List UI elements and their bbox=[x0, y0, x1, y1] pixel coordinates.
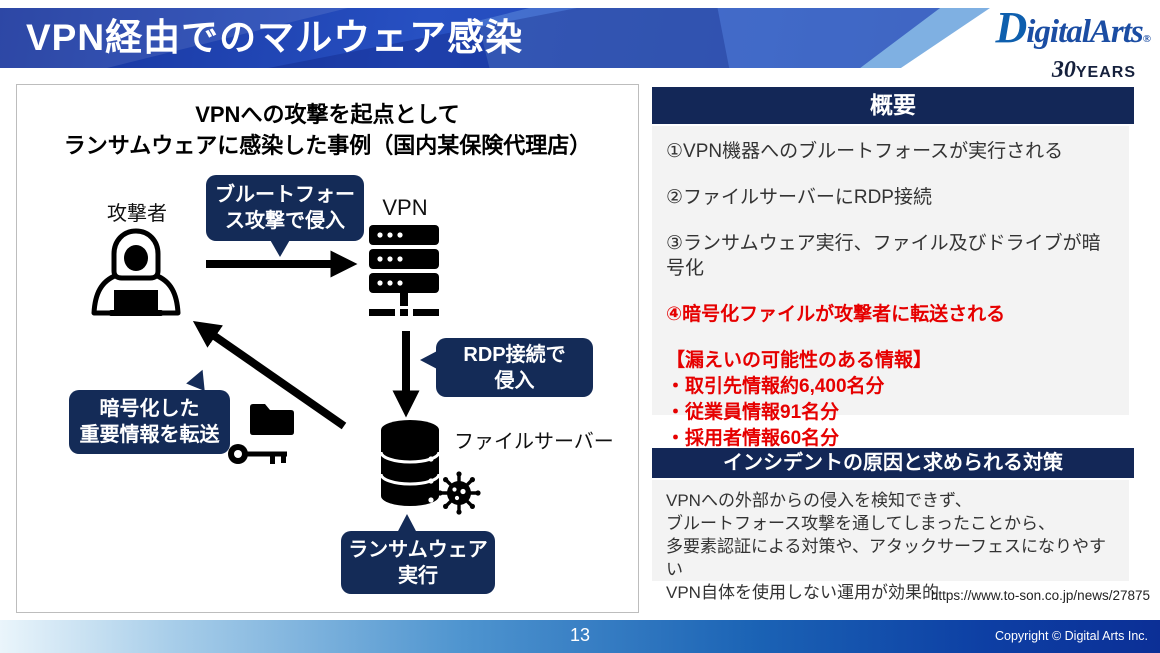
overview-body: ①VPN機器へのブルートフォースが実行される ②ファイルサーバーにRDP接続 ③… bbox=[652, 126, 1129, 449]
logo-years-text: YEARS bbox=[1075, 64, 1136, 81]
overview-header: 概要 bbox=[652, 87, 1134, 124]
ransomware-bubble-tail bbox=[397, 514, 417, 533]
attacker-label: 攻撃者 bbox=[107, 203, 167, 225]
copyright-text: Copyright © Digital Arts Inc. bbox=[994, 629, 1148, 643]
vpn-label: VPN bbox=[382, 195, 428, 220]
overview-step-3: ③ランサムウェア実行、ファイル及びドライブが暗号化 bbox=[666, 233, 1101, 279]
incident-header: インシデントの原因と求められる対策 bbox=[652, 448, 1134, 478]
diagram-title-line1: VPNへの攻撃を起点として bbox=[195, 102, 460, 127]
leak-item-3: ・採用者情報60名分 bbox=[666, 428, 840, 449]
logo-anniversary: 30YEARS bbox=[930, 57, 1136, 84]
page-number: 13 bbox=[569, 625, 591, 645]
leak-item-1: ・取引先情報約6,400名分 bbox=[666, 376, 885, 397]
incident-body: VPNへの外部からの侵入を検知できず、 ブルートフォース攻撃を通してしまったこと… bbox=[652, 480, 1129, 602]
vpn-server-icon bbox=[369, 225, 439, 319]
rdp-line1: RDP接続で bbox=[463, 343, 566, 366]
footer-bar: 13 Copyright © Digital Arts Inc. bbox=[0, 620, 1160, 653]
leak-item-2: ・従業員情報91名分 bbox=[666, 402, 840, 423]
rdp-line2: 侵入 bbox=[494, 369, 535, 392]
attacker-icon bbox=[83, 227, 189, 317]
incident-line-4: VPN自体を使用しない運用が効果的 bbox=[666, 583, 939, 602]
diagram-title: VPNへの攻撃を起点として ランサムウェアに感染した事例（国内某保険代理店） bbox=[17, 100, 638, 162]
logo-brand-text: DigitalArts® bbox=[930, 3, 1151, 59]
brute-force-bubble: ブルートフォー ス攻撃で侵入 bbox=[206, 175, 364, 241]
incident-line-3: 多要素認証による対策や、アタックサーフェスになりやすい bbox=[666, 537, 1106, 579]
file-server-database-icon bbox=[379, 419, 441, 509]
leak-info-title: 【漏えいの可能性のある情報】 bbox=[666, 350, 933, 371]
source-url: https://www.to-son.co.jp/news/27875 bbox=[930, 588, 1150, 603]
incident-line-2: ブルートフォース攻撃を通してしまったことから、 bbox=[666, 514, 1055, 533]
overview-step-1: ①VPN機器へのブルートフォースが実行される bbox=[666, 141, 1064, 162]
exfiltration-line1: 暗号化した bbox=[99, 398, 200, 420]
ransomware-line2: 実行 bbox=[398, 564, 438, 587]
brute-force-bubble-tail bbox=[269, 238, 291, 257]
virus-icon bbox=[437, 471, 481, 515]
exfiltration-bubble: 暗号化した 重要情報を転送 bbox=[69, 390, 230, 454]
attack-flow-diagram: VPNへの攻撃を起点として ランサムウェアに感染した事例（国内某保険代理店） 攻… bbox=[16, 84, 639, 613]
rdp-bubble-tail bbox=[420, 350, 439, 370]
overview-step-4: ④暗号化ファイルが攻撃者に転送される bbox=[666, 304, 1006, 325]
rdp-bubble: RDP接続で 侵入 bbox=[436, 338, 593, 397]
exfiltration-line2: 重要情報を転送 bbox=[79, 424, 220, 446]
ransomware-bubble: ランサムウェア 実行 bbox=[341, 531, 495, 594]
exfiltration-bubble-tail bbox=[186, 365, 212, 392]
diagram-title-line2: ランサムウェアに感染した事例（国内某保険代理店） bbox=[63, 132, 592, 158]
digital-arts-logo: DigitalArts® 30YEARS bbox=[930, 2, 1151, 83]
title-banner bbox=[0, 8, 940, 68]
logo-brand-name: DigitalArts bbox=[995, 3, 1143, 52]
brute-force-line2: ス攻撃で侵入 bbox=[225, 210, 345, 232]
incident-line-1: VPNへの外部からの侵入を検知できず、 bbox=[666, 491, 972, 510]
registered-mark: ® bbox=[1142, 33, 1151, 45]
file-server-label: ファイルサーバー bbox=[454, 431, 614, 453]
slide-title: VPN経由でのマルウェア感染 bbox=[26, 17, 524, 58]
overview-step-2: ②ファイルサーバーにRDP接続 bbox=[666, 187, 932, 208]
brute-force-line1: ブルートフォー bbox=[215, 184, 355, 206]
folder-icon bbox=[248, 398, 296, 438]
ransomware-line1: ランサムウェア bbox=[348, 538, 488, 561]
key-icon bbox=[227, 440, 291, 470]
logo-30: 30 bbox=[1051, 57, 1076, 83]
